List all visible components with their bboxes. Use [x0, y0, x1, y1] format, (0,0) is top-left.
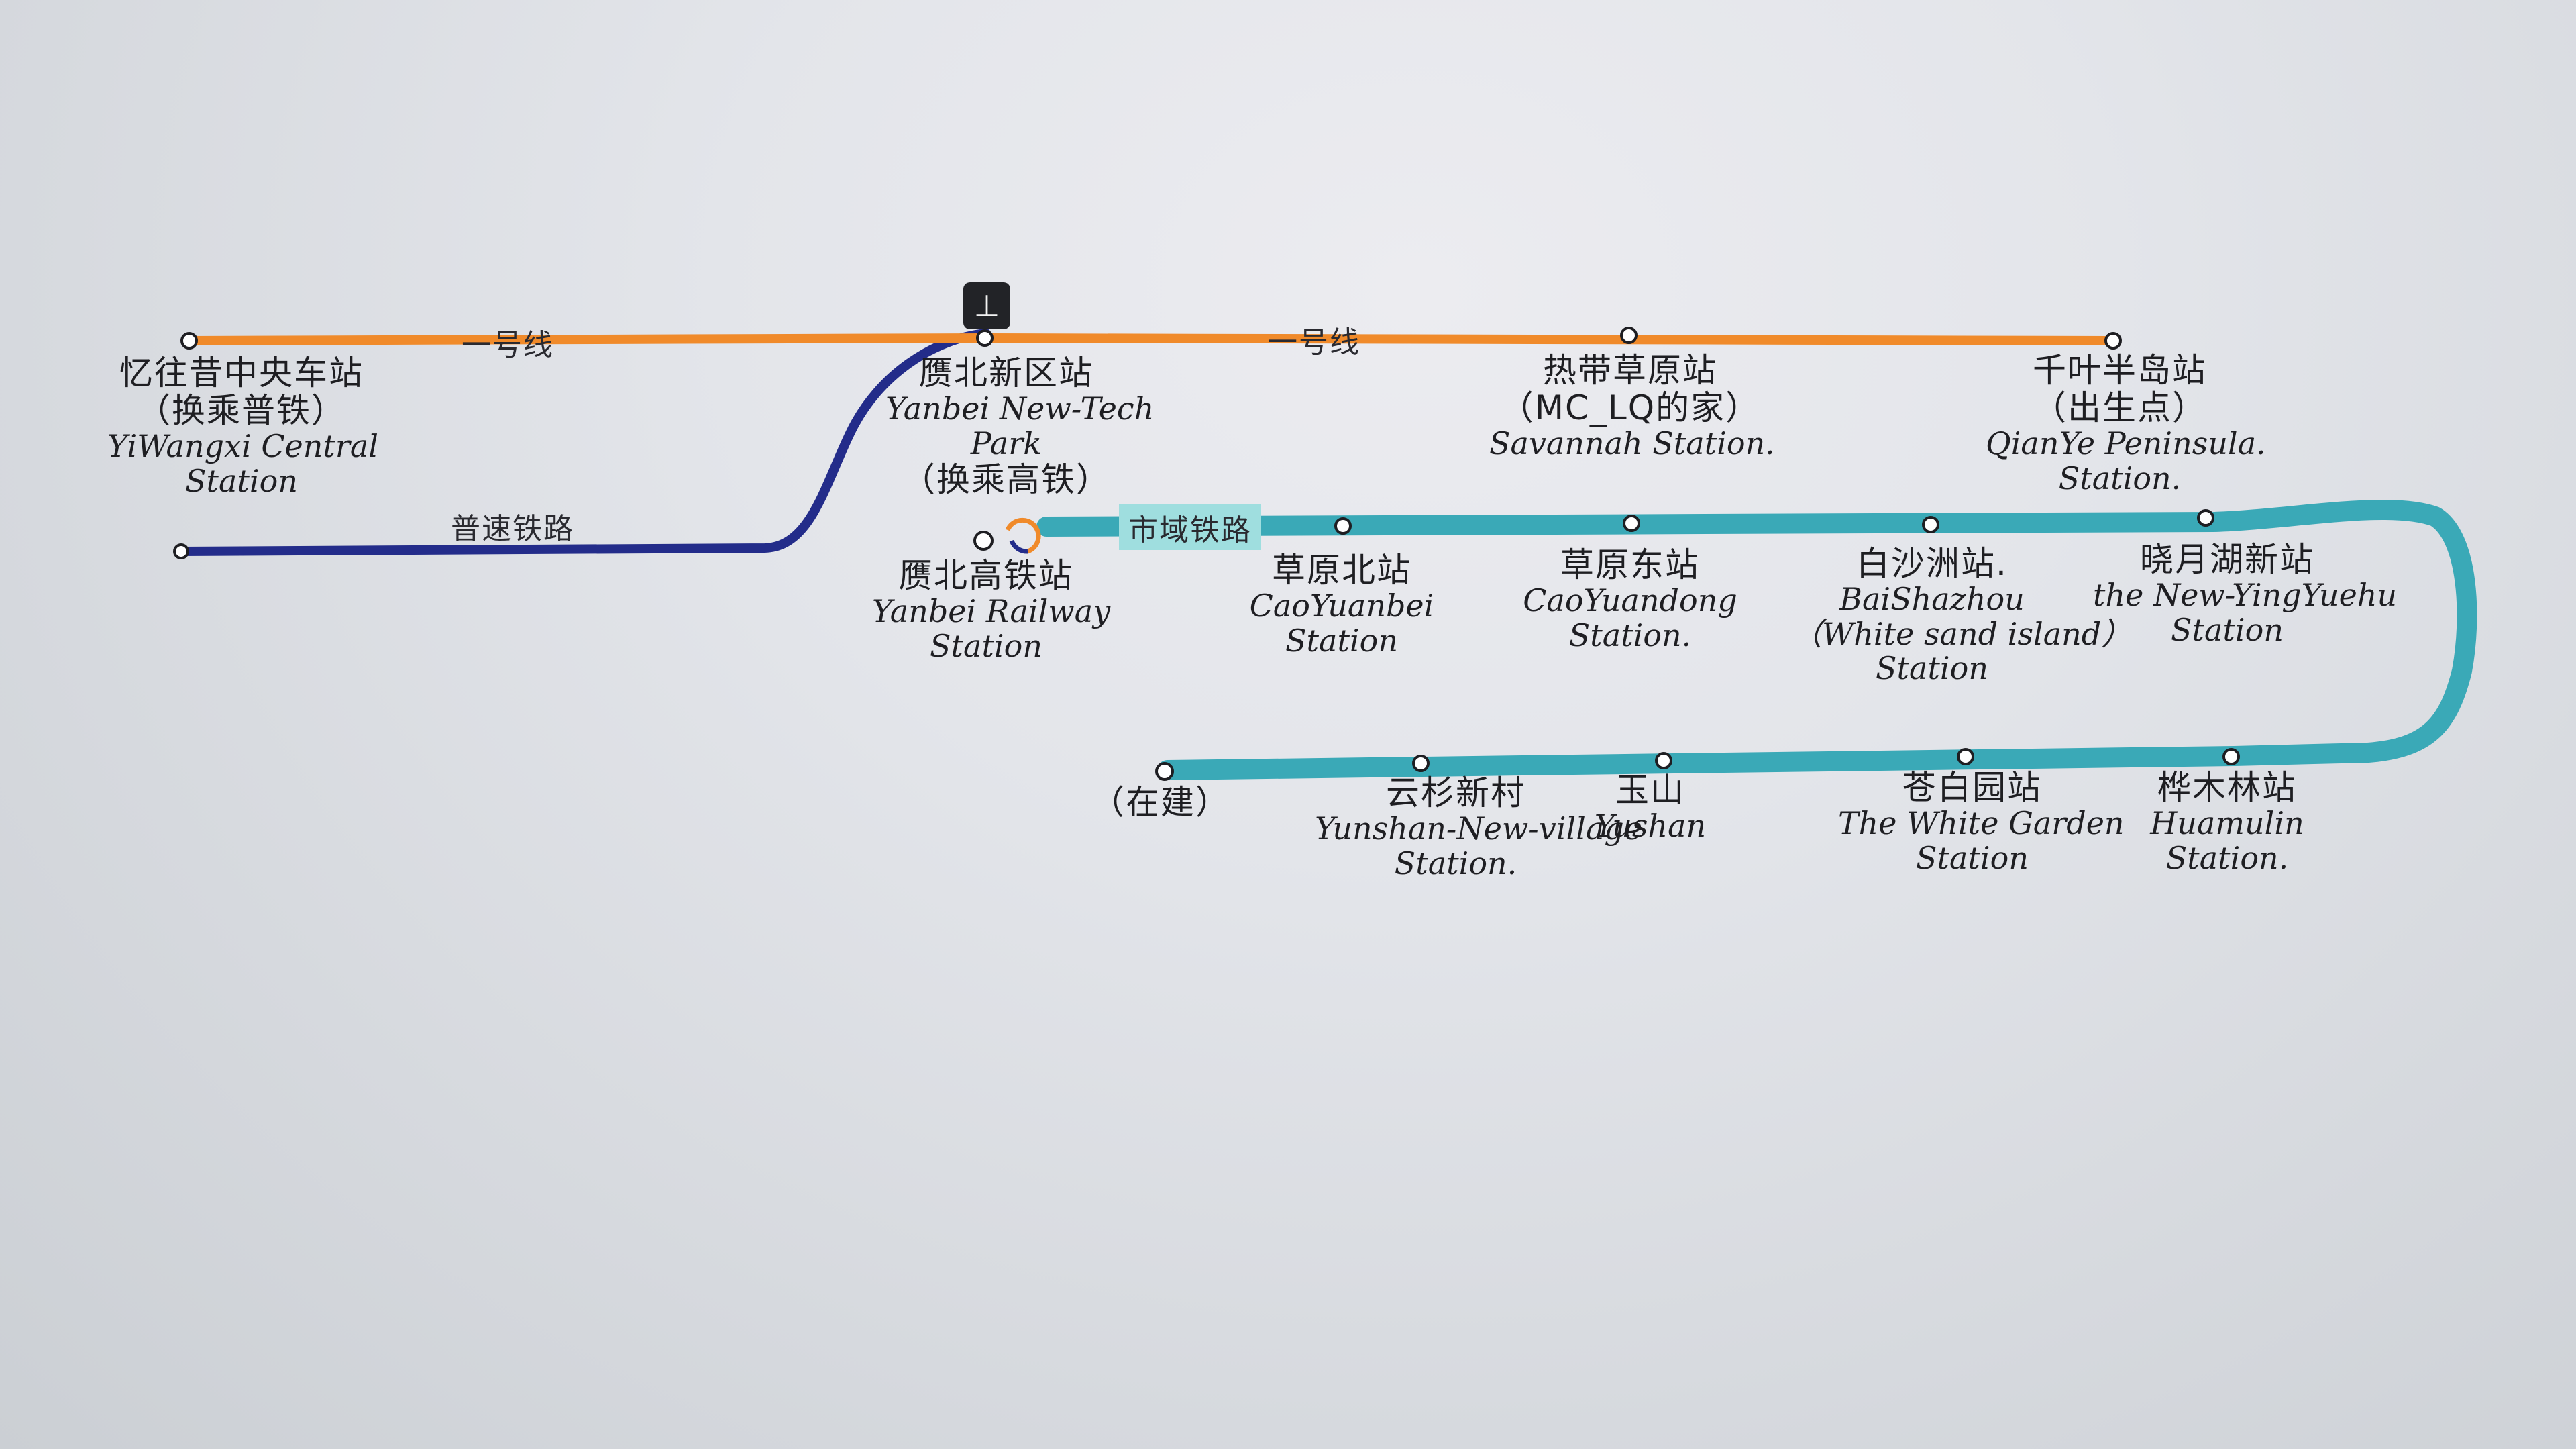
station-name-en: （White sand island）	[1791, 615, 2133, 652]
station-name-zh: 忆往昔中央车站	[119, 354, 364, 392]
station-dot-yunshan	[1412, 755, 1430, 772]
station-dot-caoyuandong	[1623, 515, 1640, 532]
station-name-en: Savannah Station.	[1489, 425, 1775, 462]
station-name-en: BaiShazhou	[1839, 581, 2025, 617]
station-yanbei-railway: 赝北高铁站 Yanbei Railway Station	[872, 556, 1111, 664]
station-baishazhou: 白沙洲站. BaiShazhou （White sand island） Sta…	[1791, 544, 2133, 687]
station-dot-conv-west	[173, 543, 189, 559]
station-qianye: 千叶半岛站 （出生点） QianYe Peninsula. Station.	[1986, 351, 2266, 496]
station-yunshan: 云杉新村 Yunshan-New-village Station.	[1315, 773, 1643, 881]
station-name-en: Station	[1876, 650, 1988, 687]
line1-west-label: 一号线	[462, 328, 554, 362]
station-name-zh: 草原北站	[1272, 551, 1411, 590]
station-yushan: 玉山 Yushan	[1570, 771, 1731, 844]
station-note-zh: （换乘高铁）	[902, 460, 1111, 500]
station-yanbei-newtech: 赝北新区站 Yanbei New-Tech Park （换乘高铁）	[885, 354, 1155, 500]
station-cangbaiyuan: 苍白园站 The White Garden Station	[1838, 768, 2125, 876]
station-note-zh: （换乘普铁）	[137, 391, 346, 430]
station-dot-xiaoyuehu	[2197, 509, 2214, 527]
station-name-zh: （在建）	[1091, 783, 1230, 822]
station-name-en: Yanbei New-Tech	[885, 390, 1155, 427]
station-name-en: Station	[1916, 839, 2029, 876]
station-dot-baishazhou	[1922, 516, 1939, 533]
station-dot-caoyuanbei	[1334, 517, 1352, 535]
station-name-en: Station.	[2165, 839, 2289, 876]
station-name-zh: 白沙洲站.	[1856, 544, 2008, 583]
station-name-en: Station	[930, 627, 1042, 664]
station-dot-yanbei-newtech	[976, 329, 994, 347]
line1-east-label: 一号线	[1268, 325, 1360, 360]
station-yiwangxi: 忆往昔中央车站 （换乘普铁） YiWangxi Central Station	[107, 354, 378, 499]
station-name-zh: 赝北新区站	[919, 354, 1093, 392]
station-xiaoyuehu: 晓月湖新站 the New-YingYuehu Station	[2093, 540, 2398, 648]
station-caoyuandong: 草原东站 CaoYuandong Station.	[1516, 546, 1744, 653]
city-rail-line	[1036, 499, 2477, 780]
city-rail-label: 市域铁路	[1119, 504, 1261, 550]
station-name-en: Station.	[1394, 845, 1517, 881]
transfer-icon: ⊥	[963, 282, 1010, 329]
station-name-zh: 晓月湖新站	[2140, 540, 2314, 579]
station-name-en: QianYe Peninsula.	[1986, 425, 2266, 462]
station-name-en: Yushan	[1594, 808, 1707, 844]
station-caoyuanbei: 草原北站 CaoYuanbei Station	[1234, 551, 1449, 658]
station-dot-cangbaiyuan	[1957, 748, 1974, 765]
station-name-en: Station	[2171, 611, 2284, 648]
station-dot-redai	[1620, 327, 1638, 344]
station-name-en: CaoYuandong	[1523, 582, 1737, 619]
conventional-rail-label: 普速铁路	[451, 512, 574, 546]
station-dot-zaijian	[1155, 762, 1174, 781]
station-name-en: Station	[1285, 622, 1398, 659]
station-name-en: Station	[185, 462, 298, 499]
station-name-zh: 赝北高铁站	[899, 556, 1073, 595]
station-redai: 热带草原站 （MC_LQ的家） Savannah Station.	[1489, 351, 1775, 462]
station-note-zh: （MC_LQ的家）	[1499, 388, 1761, 427]
station-name-en: Huamulin	[2150, 805, 2304, 841]
station-name-en: Station.	[2058, 460, 2182, 496]
station-dots	[173, 327, 2240, 781]
station-name-en: CaoYuanbei	[1249, 588, 1434, 624]
station-name-en: Yanbei Railway	[872, 593, 1111, 629]
station-name-zh: 苍白园站	[1902, 768, 2042, 807]
station-dot-huamulin	[2222, 748, 2240, 765]
station-name-zh: 桦木林站	[2157, 768, 2297, 807]
station-name-en: Park	[970, 425, 1042, 462]
station-huamulin: 桦木林站 Huamulin Station.	[2127, 769, 2328, 875]
station-zaijian: （在建）	[1087, 784, 1234, 821]
station-name-zh: 玉山	[1615, 771, 1685, 810]
interchange-icon	[973, 517, 1041, 554]
station-dot-qianye	[2104, 332, 2122, 350]
station-name-zh: 热带草原站	[1543, 351, 1717, 390]
station-name-en: the New-YingYuehu	[2093, 577, 2398, 613]
station-dot-yiwangxi	[180, 332, 198, 350]
station-name-en: Yunshan-New-village	[1315, 810, 1643, 847]
station-name-zh: 云杉新村	[1386, 773, 1525, 812]
station-name-zh: 草原东站	[1560, 545, 1700, 584]
station-name-en: YiWangxi Central	[107, 428, 378, 464]
station-dot-yushan	[1655, 752, 1672, 769]
station-name-zh: 千叶半岛站	[2033, 351, 2207, 390]
station-name-en: Station.	[1568, 616, 1692, 653]
station-note-zh: （出生点）	[2033, 388, 2207, 427]
conventional-rail-line	[176, 329, 991, 556]
station-name-en: The White Garden	[1838, 805, 2125, 841]
